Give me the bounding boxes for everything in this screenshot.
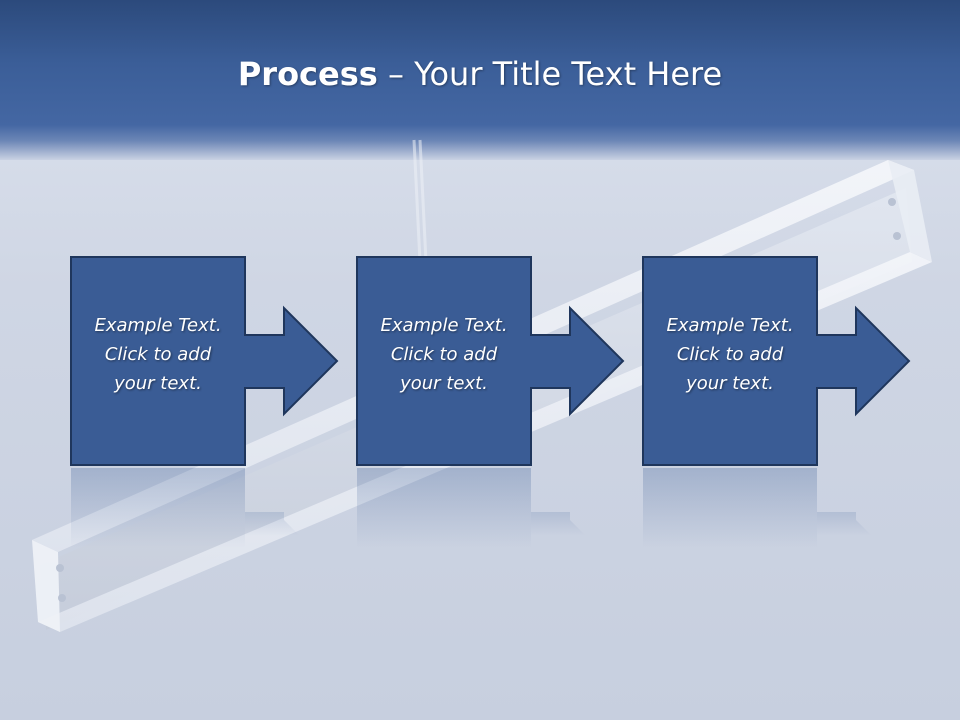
process-step-1-text[interactable]: Example Text. Click to add your text. (94, 315, 222, 394)
slide-title[interactable]: Process – Your Title Text Here (0, 52, 960, 96)
process-step-2-text[interactable]: Example Text. Click to add your text. (380, 315, 508, 394)
process-step-1[interactable] (70, 256, 339, 466)
title-rest: – Your Title Text Here (377, 55, 723, 93)
arrow-right-icon (244, 305, 339, 417)
arrow-right-icon (816, 305, 911, 417)
chain-graphic (412, 139, 428, 263)
process-step-3[interactable] (642, 256, 911, 466)
arrow-right-icon (530, 305, 625, 417)
process-step-2[interactable] (356, 256, 625, 466)
title-bold: Process (237, 55, 378, 93)
process-step-3-text[interactable]: Example Text. Click to add your text. (666, 315, 794, 394)
reflections (71, 468, 872, 548)
header-band (0, 0, 960, 160)
